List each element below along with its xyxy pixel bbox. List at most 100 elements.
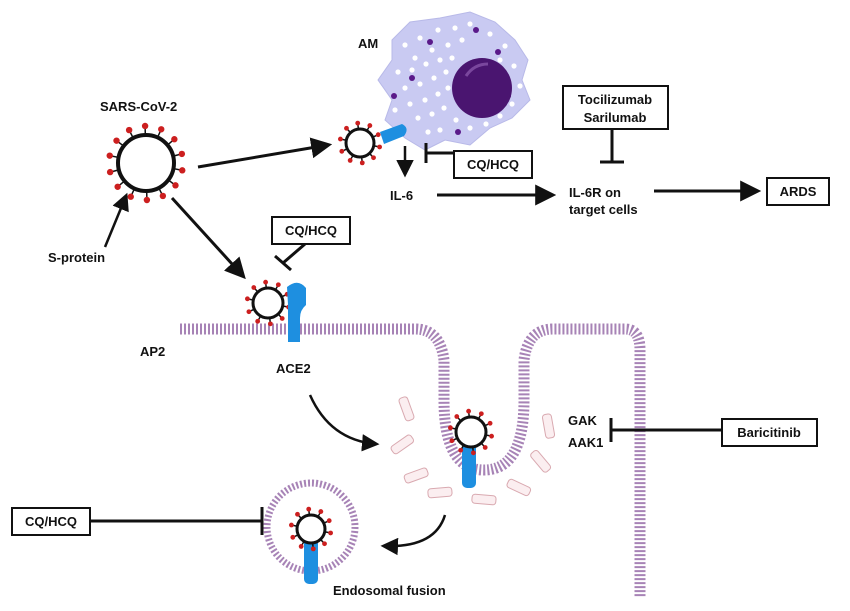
granule-white <box>459 37 465 43</box>
granule-purple <box>409 75 415 81</box>
granule-white <box>415 115 421 121</box>
il6r-label-line1: IL-6R on <box>569 185 621 200</box>
spike-head <box>328 530 334 536</box>
endosomal-fusion-label: Endosomal fusion <box>333 583 446 598</box>
spike-head <box>478 411 484 417</box>
ards-box <box>766 177 830 206</box>
granule-white <box>425 129 431 135</box>
granule-white <box>517 83 523 89</box>
spike-head <box>125 126 133 134</box>
spike-head <box>275 282 281 288</box>
spike-head <box>371 155 376 161</box>
spike-head <box>106 152 113 159</box>
cq-hcq-inhibitor-macrophage: CQ/HCQ <box>424 143 533 179</box>
granule-white <box>392 107 398 113</box>
spike-head <box>290 534 296 540</box>
s-protein-label: S-protein <box>48 250 105 265</box>
granule-white <box>435 91 441 97</box>
spike-head <box>489 433 494 439</box>
granule-white <box>417 81 423 87</box>
granule-white <box>409 67 415 73</box>
spike-proteins <box>448 408 494 456</box>
granule-white <box>417 35 423 41</box>
spike-head <box>470 450 476 456</box>
spike-proteins <box>288 506 334 552</box>
arrow-to-endosome <box>380 514 447 556</box>
granule-white <box>445 85 451 91</box>
granule-purple <box>495 49 501 55</box>
granule-white <box>483 121 489 127</box>
spike-head <box>448 425 453 431</box>
granule-white <box>467 21 473 27</box>
spike-head <box>458 447 464 453</box>
il6r-label-line2: target cells <box>569 202 638 217</box>
granule-white <box>511 63 517 69</box>
baricitinib-label: Baricitinib <box>737 425 801 440</box>
spike-head <box>482 445 488 450</box>
spike-head <box>141 122 149 130</box>
cq-hcq-box-3-label: CQ/HCQ <box>25 514 77 529</box>
tocilizumab-sarilumab-inhibitor: Tocilizumab Sarilumab <box>562 85 669 164</box>
spike-head <box>158 126 165 133</box>
cell-membrane <box>180 323 646 598</box>
spike-proteins <box>245 279 291 327</box>
spike-head <box>179 167 186 174</box>
granule-white <box>423 61 429 67</box>
spike-head <box>298 544 304 549</box>
granule-white <box>407 101 413 107</box>
sars-cov-2-label: SARS-CoV-2 <box>100 99 177 114</box>
spike-head <box>306 506 312 512</box>
spike-head <box>449 438 455 444</box>
tocilizumab-label: Tocilizumab <box>578 92 652 107</box>
sars-cov-2-virion <box>106 122 186 204</box>
spike-proteins <box>337 120 383 166</box>
granule-white <box>437 127 443 133</box>
granule-white <box>412 55 418 61</box>
arrow-to-ace2 <box>170 196 246 280</box>
virus-at-ace2 <box>245 279 306 342</box>
il6-label: IL-6 <box>390 188 413 203</box>
s-protein-arrow <box>103 192 129 248</box>
macrophage-receptor <box>380 124 407 144</box>
spike-head <box>339 148 345 154</box>
cq-hcq-box-1-label: CQ/HCQ <box>467 157 519 172</box>
granule-white <box>509 101 515 107</box>
spike-head <box>114 183 121 190</box>
granule-white <box>502 43 508 49</box>
cq-hcq-inhibitor-endosome: CQ/HCQ <box>11 507 264 536</box>
spike-proteins <box>106 122 186 204</box>
spike-head <box>344 125 349 131</box>
granule-white <box>395 69 401 75</box>
spike-head <box>347 158 353 163</box>
granule-white <box>429 111 435 117</box>
granule-white <box>435 27 441 33</box>
spike-head <box>487 420 493 426</box>
granule-white <box>443 69 449 75</box>
granule-white <box>429 47 435 53</box>
macrophage-nucleus <box>452 58 512 118</box>
spike-head <box>143 196 151 204</box>
spike-head <box>246 309 252 315</box>
granule-white <box>441 105 447 111</box>
spike-head <box>172 182 179 189</box>
baricitinib-inhibitor: Baricitinib <box>609 418 818 447</box>
spike-head <box>337 136 343 142</box>
cq-hcq-box-2-label: CQ/HCQ <box>285 223 337 238</box>
spike-head <box>279 316 285 321</box>
ap2-label: AP2 <box>140 344 165 359</box>
am-label: AM <box>358 36 378 51</box>
spike-head <box>245 296 250 302</box>
spike-head <box>251 285 257 290</box>
granule-white <box>431 75 437 81</box>
spike-head <box>367 123 373 128</box>
granule-white <box>402 42 408 48</box>
virus-at-macrophage <box>337 120 407 166</box>
gak-label: GAK <box>568 413 598 428</box>
aak1-label: AAK1 <box>568 435 603 450</box>
spike-head <box>178 150 186 158</box>
spike-head <box>466 408 472 414</box>
granule-white <box>497 57 503 63</box>
granule-white <box>497 113 503 119</box>
granule-white <box>487 31 493 37</box>
